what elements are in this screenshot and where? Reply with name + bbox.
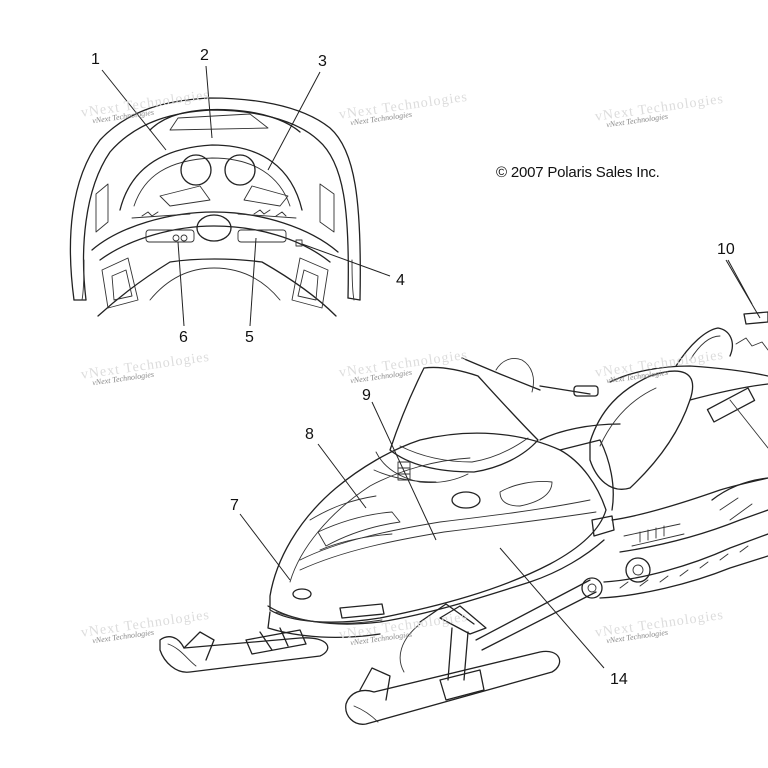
snowmobile-drawing	[159, 311, 768, 725]
dashboard-detail-drawing	[69, 97, 361, 317]
callout-14: 14	[610, 671, 628, 688]
callout-2: 2	[200, 47, 209, 64]
callout-3: 3	[318, 53, 327, 70]
callout-6: 6	[179, 329, 188, 346]
callout-7: 7	[230, 497, 239, 514]
callout-1: 1	[91, 51, 100, 68]
snowmobile-leader-lines	[239, 259, 761, 669]
dashboard-leader-lines	[101, 65, 391, 327]
callout-4: 4	[396, 272, 405, 289]
callout-9: 9	[362, 387, 371, 404]
copyright-notice: © 2007 Polaris Sales Inc.	[496, 164, 660, 181]
callout-8: 8	[305, 426, 314, 443]
callout-5: 5	[245, 329, 254, 346]
callout-10: 10	[717, 241, 735, 258]
